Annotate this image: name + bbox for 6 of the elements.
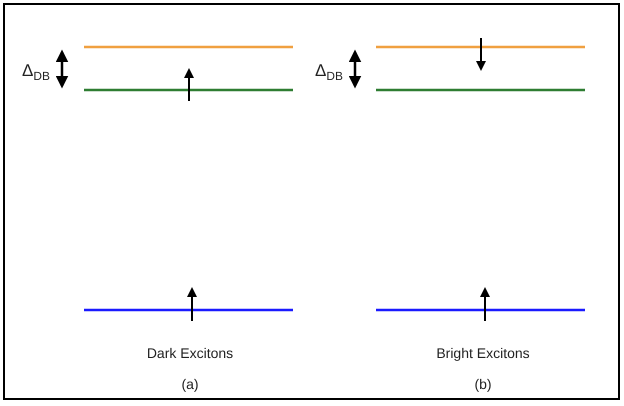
energy-gap-label: Δ$_{DB}$ [315,60,343,84]
caption-text: Dark Excitons [146,345,234,361]
caption-text: (a) [181,376,199,392]
caption-text: Bright Excitons [436,345,530,361]
energy-gap-label: Δ$_{DB}$ [22,60,50,84]
caption-text: (b) [474,376,492,392]
